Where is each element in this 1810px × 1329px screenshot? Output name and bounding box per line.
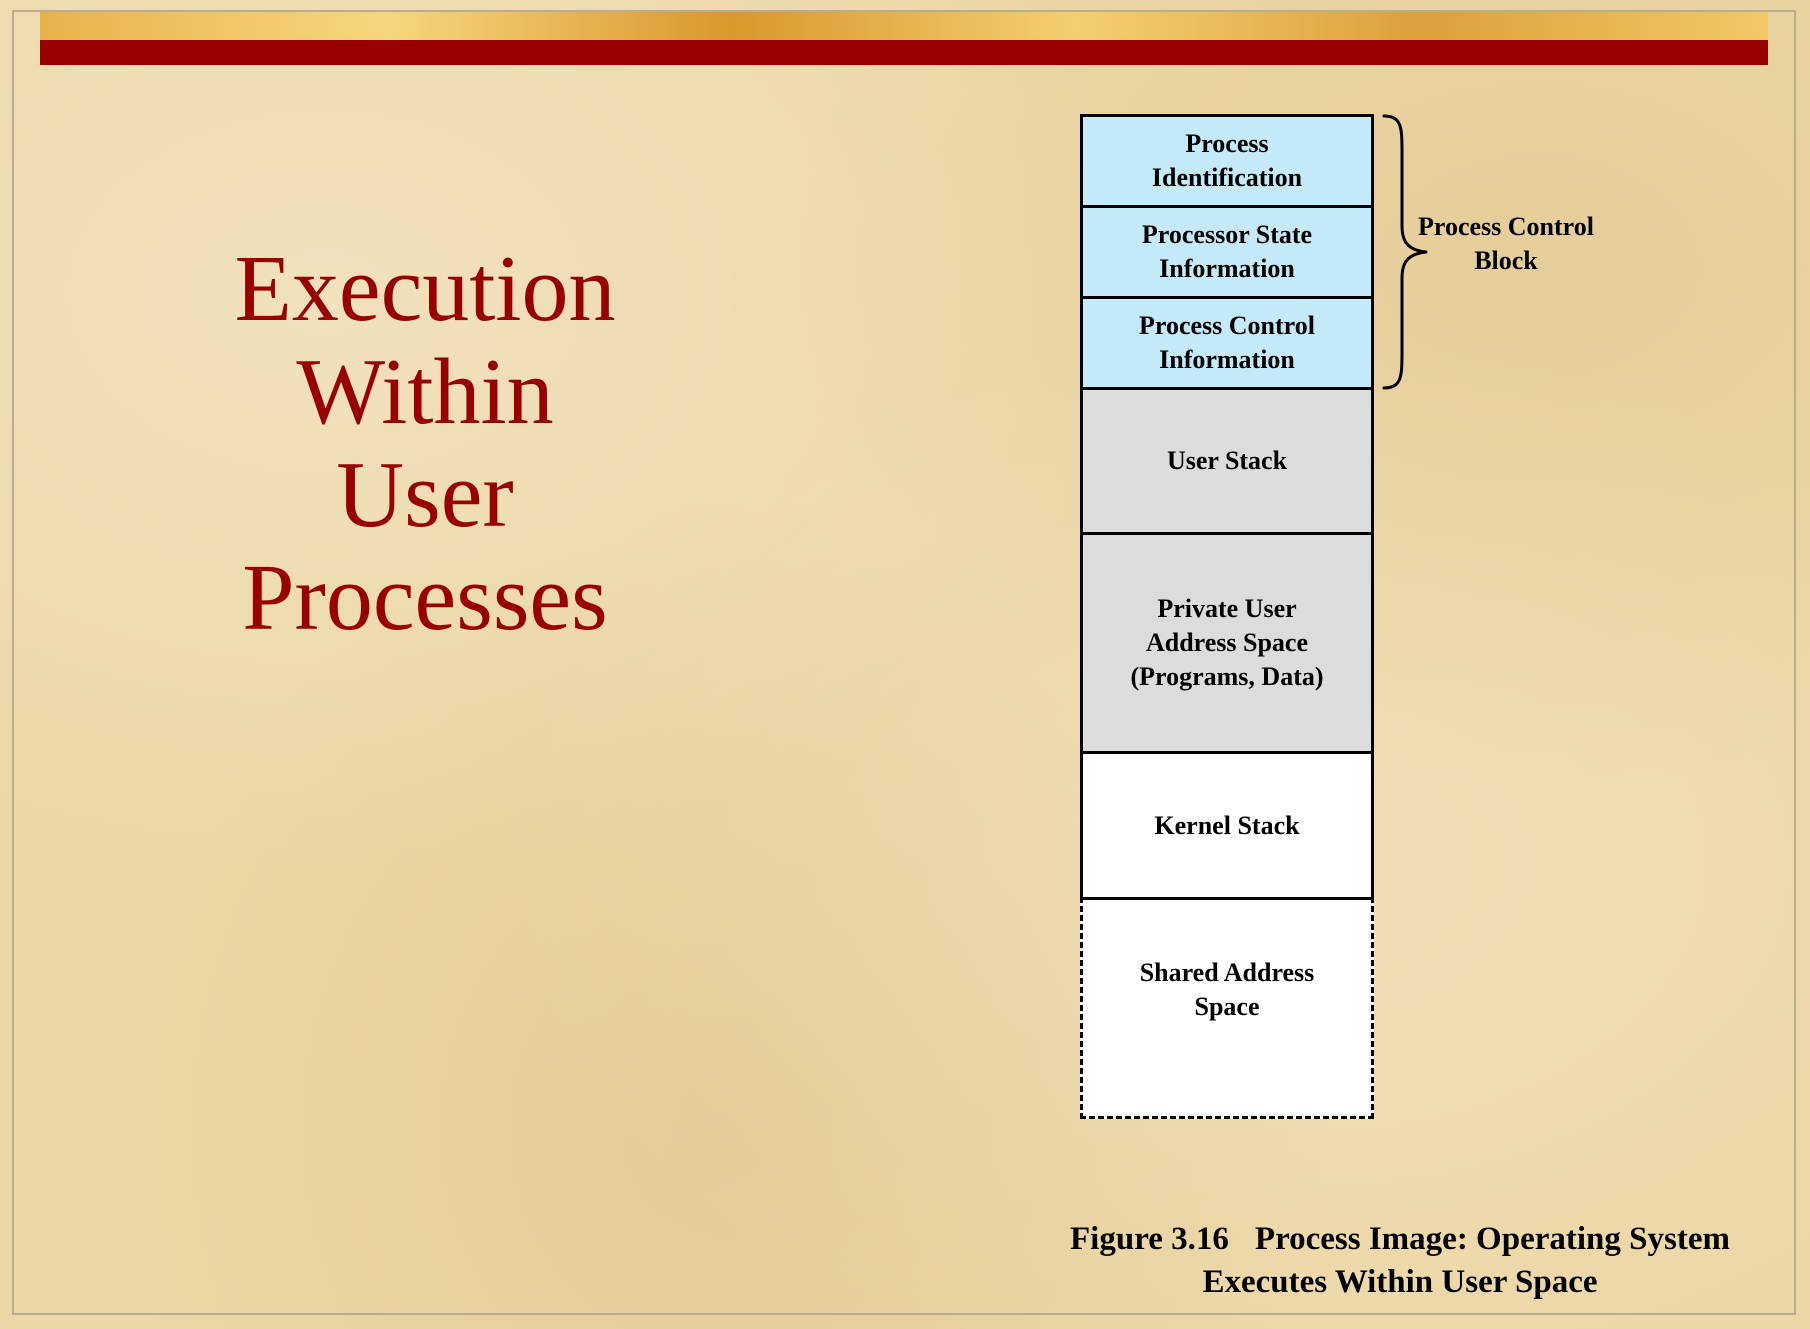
block-label-line: Process (1185, 129, 1269, 158)
caption-line-1: Figure 3.16 Process Image: Operating Syst… (1020, 1218, 1780, 1261)
title-line-4: Processes (242, 546, 608, 650)
top-red-bar (40, 40, 1768, 65)
block-label-line: Address Space (1145, 628, 1309, 657)
block-label-line: Shared Address (1139, 958, 1315, 987)
brace-label-line: Block (1474, 246, 1538, 275)
process-control-block-label: Process Control Block (1400, 210, 1612, 278)
title-line-1: Execution (234, 237, 616, 341)
title-line-2: Within (296, 340, 554, 444)
caption-text-1: Process Image: Operating System (1254, 1221, 1730, 1257)
block-process-identification: Process Identification (1080, 114, 1374, 208)
block-label-line: (Programs, Data) (1130, 662, 1324, 691)
block-user-stack: User Stack (1080, 387, 1374, 535)
block-label-line: Process Control (1139, 311, 1315, 340)
top-gold-band (40, 12, 1768, 40)
brace-label-line: Process Control (1418, 212, 1594, 241)
figure-number: Figure 3.16 (1070, 1221, 1229, 1257)
block-label-line: Private User (1157, 594, 1297, 623)
block-label-line: User Stack (1166, 446, 1288, 475)
block-processor-state-information: Processor State Information (1080, 205, 1374, 299)
title-line-3: User (336, 443, 514, 547)
slide-title: Execution Within User Processes (170, 238, 680, 650)
figure-caption: Figure 3.16 Process Image: Operating Syst… (1020, 1218, 1780, 1304)
block-shared-address-space: Shared Address Space (1080, 897, 1374, 1119)
process-image-diagram: Process Identification Processor State I… (1080, 114, 1374, 1119)
block-label-line: Kernel Stack (1154, 810, 1300, 840)
block-label-line: Identification (1151, 163, 1303, 192)
curly-brace-icon (1382, 114, 1428, 390)
block-label-line: Space (1194, 992, 1260, 1021)
slide-frame (12, 10, 1796, 1315)
block-label-line: Processor State (1141, 220, 1313, 249)
block-label-line: Information (1159, 345, 1295, 374)
caption-text-2: Executes Within User Space (1202, 1264, 1598, 1300)
block-kernel-stack: Kernel Stack (1080, 751, 1374, 900)
block-label-line: Information (1159, 254, 1295, 283)
block-private-user-address-space: Private User Address Space (Programs, Da… (1080, 532, 1374, 754)
block-process-control-information: Process Control Information (1080, 296, 1374, 390)
